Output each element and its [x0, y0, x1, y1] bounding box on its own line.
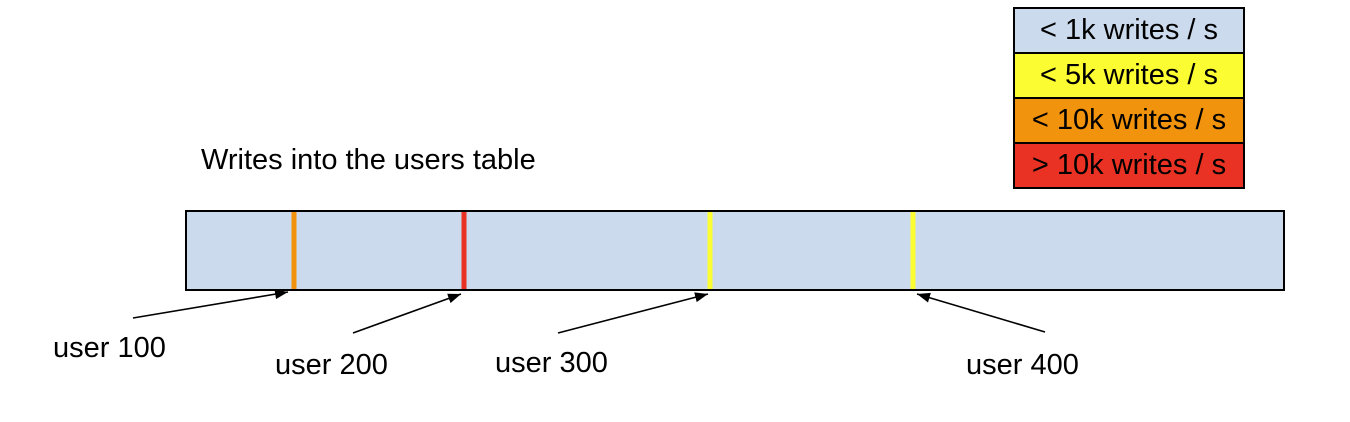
legend-item-label: < 10k writes / s — [1031, 104, 1227, 136]
legend-item: < 10k writes / s — [1013, 97, 1245, 144]
legend: < 1k writes / s < 5k writes / s < 10k writ… — [1013, 7, 1245, 189]
label-arrow — [557, 292, 709, 334]
label-arrow — [132, 289, 289, 319]
write-hotspot-marker — [910, 212, 916, 289]
label-arrow — [352, 293, 462, 334]
user-label: user 100 — [53, 332, 166, 364]
legend-item-label: > 10k writes / s — [1031, 149, 1227, 181]
write-hotspot-marker — [461, 212, 467, 289]
write-hotspot-marker — [291, 212, 297, 289]
user-label: user 400 — [966, 349, 1079, 381]
user-label: user 300 — [495, 347, 608, 379]
legend-item: > 10k writes / s — [1013, 142, 1245, 189]
user-label: user 200 — [275, 349, 388, 381]
label-arrow — [916, 292, 1046, 333]
write-hotspot-marker — [707, 212, 713, 289]
legend-item-label: < 1k writes / s — [1039, 14, 1219, 46]
legend-item-label: < 5k writes / s — [1039, 59, 1219, 91]
legend-item: < 5k writes / s — [1013, 52, 1245, 99]
diagram-title: Writes into the users table — [201, 144, 536, 176]
users-table-bar — [185, 210, 1285, 291]
legend-item: < 1k writes / s — [1013, 7, 1245, 54]
